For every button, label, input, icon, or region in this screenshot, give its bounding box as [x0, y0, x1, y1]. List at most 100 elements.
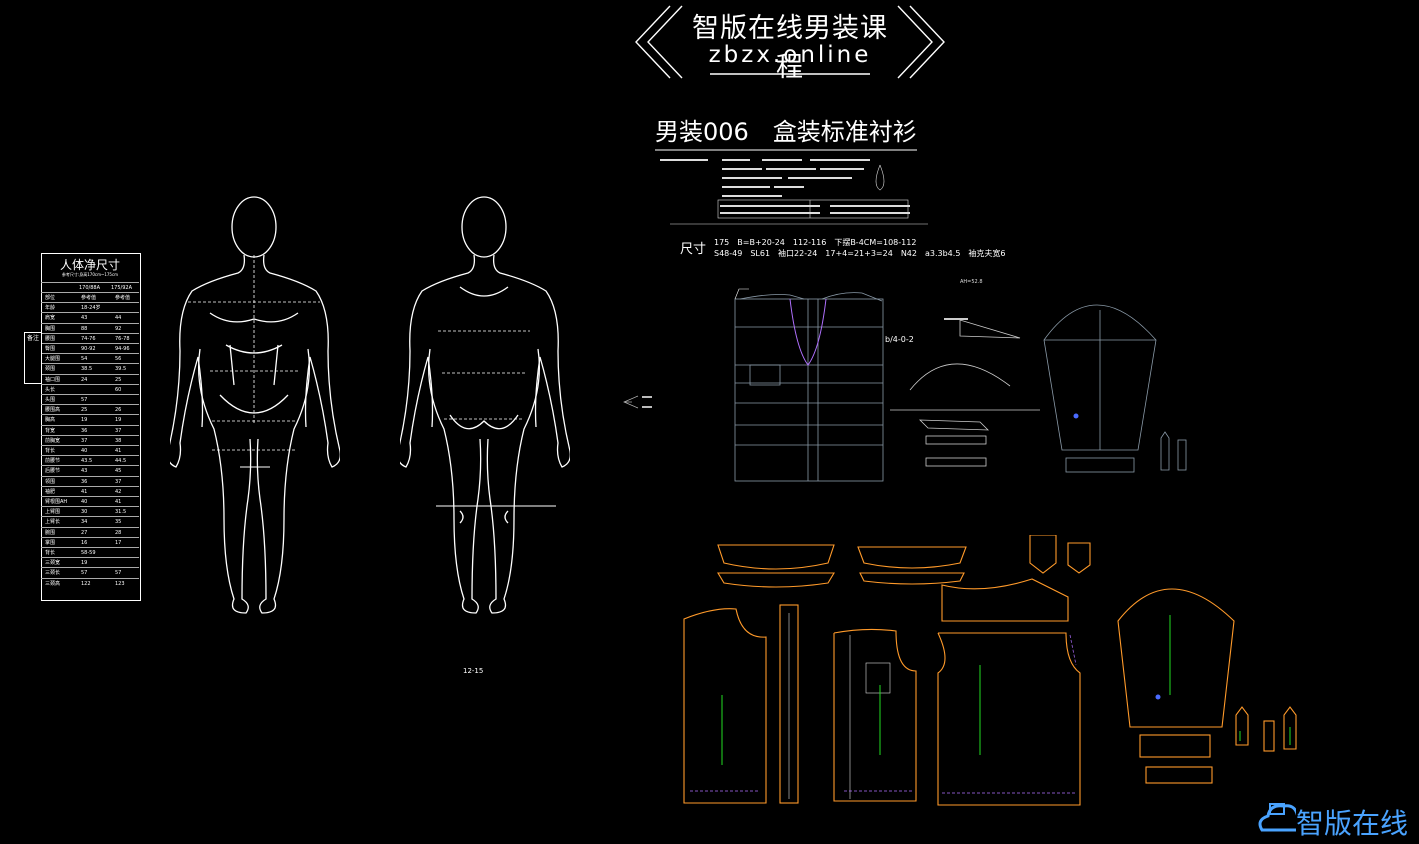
- cuff-tabs-draft: [1160, 431, 1187, 471]
- table-row: 后腰节 43 45: [41, 465, 139, 476]
- banner-title: 智版在线男装课程: [692, 13, 888, 83]
- table-row: 头长 60: [41, 383, 139, 395]
- table-cell: 41: [81, 488, 88, 495]
- table-cell: 27: [81, 529, 88, 536]
- pattern-pieces: [683, 535, 1297, 806]
- back-body-figure: [400, 196, 570, 614]
- size-line-1: 175 B=B+20-24 112-116 下摆B-4CM=108-112: [714, 238, 917, 247]
- table-cell: 19: [81, 560, 88, 567]
- figure-caption: 12-15: [463, 667, 484, 675]
- sleeve-ah-note: AH=52.8: [960, 279, 983, 285]
- title-underline: [655, 149, 917, 151]
- logo-text: 智版在线: [1296, 807, 1409, 840]
- table-cell: 38.5: [81, 366, 93, 373]
- table-cell: 35: [115, 519, 122, 526]
- table-cell: 36: [81, 478, 88, 485]
- table-cell: 36: [81, 427, 88, 434]
- table-cell: 74-76: [81, 335, 96, 342]
- table-cell: 19: [115, 417, 122, 424]
- shirt-draft-block: [734, 288, 884, 482]
- table-cell: 88: [81, 325, 88, 332]
- table-cell: 18-24岁: [81, 305, 101, 312]
- table-cell: 三颈高: [45, 580, 61, 587]
- table-cell: 背长: [45, 448, 56, 454]
- table-row: 部位 参考值 参考值: [41, 292, 139, 303]
- table-cell: 25: [115, 376, 122, 383]
- table-cell: 前腰节: [45, 458, 61, 465]
- table-row: 背宽 36 37: [41, 424, 139, 436]
- table-cell: 31.5: [115, 509, 127, 516]
- cloud-logo-icon: [1258, 803, 1296, 832]
- table-cell: 37: [81, 437, 88, 444]
- table-cell: 上臂围: [45, 509, 61, 516]
- table-cell: 40: [81, 499, 88, 505]
- table-cell: 38: [115, 437, 122, 444]
- table-row: 上臂长 34 35: [41, 516, 139, 527]
- table-cell: 参考值: [115, 295, 131, 301]
- table-cell: 16: [81, 539, 88, 546]
- table-cell: 94-96: [115, 346, 130, 352]
- front-body-figure: [170, 196, 340, 614]
- table-cell: 76-78: [115, 335, 130, 342]
- table-cell: 34: [81, 519, 88, 526]
- table-cell: 上臂长: [45, 519, 61, 526]
- table-cell: 腰围高: [45, 407, 61, 414]
- page-title: 男装006 盒装标准衬衫: [655, 118, 917, 146]
- table-row: 背长 40 41: [41, 445, 139, 456]
- table-col1: 170/88A: [79, 285, 101, 291]
- table-cell: 60: [115, 386, 122, 393]
- table-cell: 44: [115, 315, 122, 322]
- table-subtitle: 参考尺寸:身高170cm~175cm: [61, 272, 119, 277]
- table-cell: 45: [115, 468, 122, 475]
- table-cell: 前胸宽: [45, 437, 61, 444]
- table-cell: 26: [115, 407, 122, 414]
- table-cell: 大腿围: [45, 356, 61, 363]
- collar-sketches: [890, 318, 1040, 467]
- table-cell: 掌围: [45, 539, 56, 546]
- table-cell: 56: [115, 356, 122, 363]
- table-title: 人体净尺寸: [59, 258, 120, 272]
- table-cell: 背宽: [45, 427, 56, 434]
- table-row: 腰围 74-76 76-78: [41, 332, 139, 344]
- table-row: 领围 36 37: [41, 475, 139, 487]
- table-cell: 颈围: [45, 366, 56, 373]
- table-cell: 领围: [45, 478, 56, 485]
- table-cell: 参考值: [81, 295, 97, 301]
- table-cell: 43: [81, 468, 88, 475]
- banner-url: zbzx.online: [708, 42, 872, 68]
- table-row: 年龄 18-24岁: [41, 302, 139, 313]
- table-cell: 43.5: [81, 458, 93, 465]
- table-cell: 胸围: [45, 325, 56, 332]
- table-cell: 年龄: [45, 305, 56, 312]
- table-cell: 头长: [45, 386, 56, 393]
- table-cell: 肩宽: [45, 315, 56, 322]
- table-cell: 后腰节: [45, 468, 61, 475]
- table-cell: 42: [115, 488, 122, 495]
- table-cell: 腰围: [45, 335, 56, 342]
- table-cell: 臀围: [45, 346, 56, 352]
- table-cell: 58-59: [81, 550, 96, 556]
- table-cell: 40: [81, 448, 88, 454]
- notes-block: [660, 159, 928, 225]
- table-row: 前胸宽 37 38: [41, 434, 139, 446]
- table-cell: 54: [81, 356, 88, 363]
- table-cell: 头围: [45, 397, 56, 403]
- table-cell: 部位: [45, 295, 56, 301]
- table-cell: 胸高: [45, 417, 56, 424]
- table-cell: 37: [115, 478, 122, 485]
- table-row: 大腿围 54 56: [41, 353, 139, 364]
- table-cell: 37: [115, 427, 122, 434]
- body-measurement-table: [41, 253, 141, 601]
- table-cell: 三颈长: [45, 570, 61, 577]
- banner-frame: [635, 5, 945, 79]
- table-cell: 122: [81, 580, 91, 587]
- table-cell: 41: [115, 448, 122, 454]
